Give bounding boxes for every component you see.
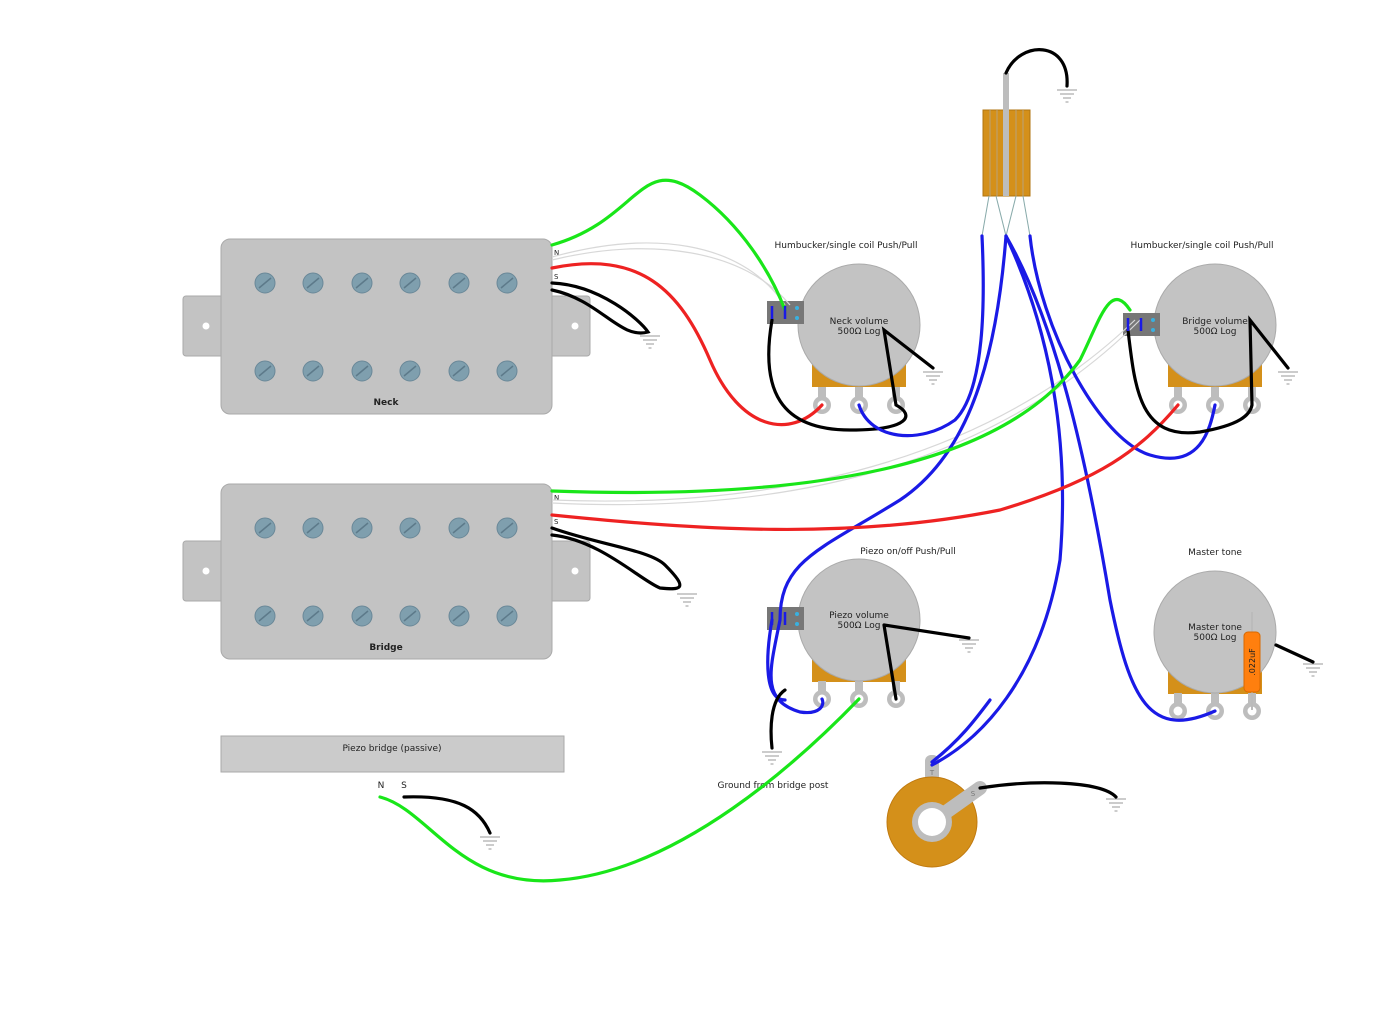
neck-pot-name: Neck volume [830,317,889,327]
piezo-label: Piezo bridge (passive) [342,744,441,754]
tone-pot-value: 500Ω Log [1194,633,1237,643]
piezo-bridge: Piezo bridge (passive) N S Ground from b… [220,735,829,791]
capacitor-value: .022uF [1248,648,1257,676]
bridge-pot-value: 500Ω Log [1194,327,1237,337]
jack-sleeve-label: S [971,790,976,798]
tone-pot-name: Master tone [1188,623,1242,633]
piezo-south-label: S [401,781,407,791]
bridge-south-label: S [554,518,559,526]
neck-pickup-label: Neck [374,398,400,408]
neck-volume-pot[interactable]: Humbucker/single coil Push/Pull Neck vol… [767,241,921,414]
bridge-post-ground-note: Ground from bridge post [718,781,829,791]
bridge-pickup: Bridge N S [182,483,591,660]
piezo-north-label: N [378,781,385,791]
bridge-pot-name: Bridge volume [1182,317,1248,327]
piezo-pot-value: 500Ω Log [838,621,881,631]
neck-south-label: S [554,273,559,281]
bridge-north-label: N [554,494,559,502]
wires [378,48,1315,883]
bridge-pot-title: Humbucker/single coil Push/Pull [1131,241,1274,251]
neck-pot-title: Humbucker/single coil Push/Pull [775,241,918,251]
piezo-pot-name: Piezo volume [829,611,889,621]
switch-contacts [770,306,1155,626]
piezo-pot-title: Piezo on/off Push/Pull [860,547,956,557]
output-jack[interactable]: T S [886,755,987,868]
output-connector-block [981,73,1031,237]
master-tone-pot[interactable]: Master tone Master tone 500Ω Log .022uF [1153,548,1277,720]
neck-pot-value: 500Ω Log [838,327,881,337]
jack-tip-label: T [929,769,935,777]
tone-capacitor: .022uF [1243,612,1261,710]
neck-north-label: N [554,249,559,257]
bridge-pickup-label: Bridge [369,643,402,653]
tone-pot-title: Master tone [1188,548,1242,558]
neck-pickup: Neck N S [182,238,591,415]
ground-symbols [479,89,1324,850]
